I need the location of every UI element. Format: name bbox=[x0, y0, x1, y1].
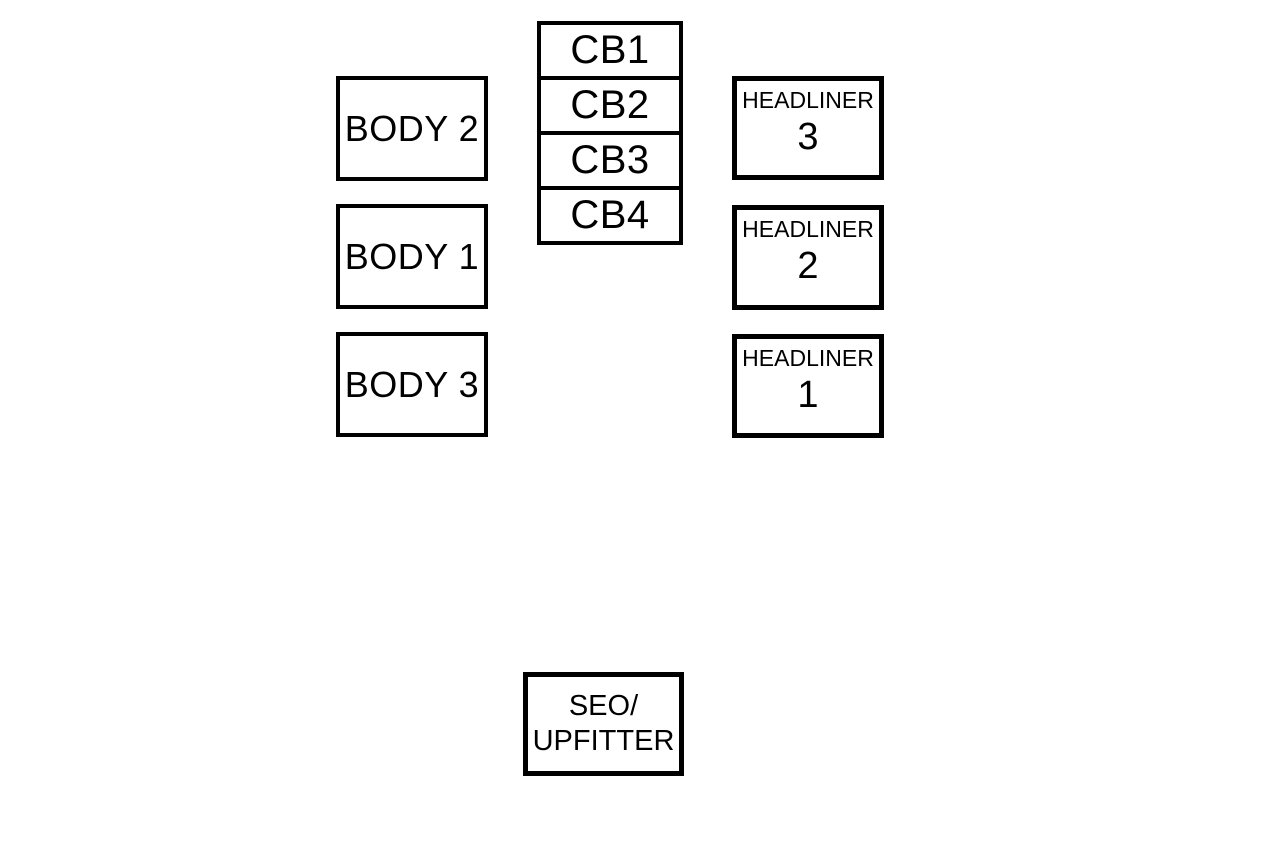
fuse-cell-cb3: CB3 bbox=[541, 135, 679, 190]
fuse-box-headliner-2: HEADLINER 2 bbox=[732, 205, 884, 310]
fuse-box-headliner-1-word: HEADLINER bbox=[742, 345, 874, 371]
fuse-box-seo-upfitter: SEO/ UPFITTER bbox=[523, 672, 684, 776]
fuse-box-body-1-label: BODY 1 bbox=[344, 235, 480, 277]
fuse-box-headliner-2-number: 2 bbox=[797, 245, 819, 287]
fuse-box-headliner-1: HEADLINER 1 bbox=[732, 334, 884, 438]
fuse-cell-cb3-label: CB3 bbox=[570, 138, 650, 182]
fuse-box-seo-upfitter-line1: SEO/ bbox=[568, 690, 639, 722]
circuit-breaker-stack: CB1 CB2 CB3 CB4 bbox=[537, 21, 683, 245]
fuse-box-seo-upfitter-line2: UPFITTER bbox=[532, 725, 675, 757]
fuse-box-headliner-1-number: 1 bbox=[797, 374, 819, 416]
fuse-box-body-1: BODY 1 bbox=[336, 204, 488, 309]
fuse-box-body-2: BODY 2 bbox=[336, 76, 488, 181]
fuse-cell-cb4: CB4 bbox=[541, 190, 679, 241]
fuse-cell-cb1: CB1 bbox=[541, 25, 679, 80]
fuse-box-headliner-2-word: HEADLINER bbox=[742, 216, 874, 242]
fuse-box-body-3: BODY 3 bbox=[336, 332, 488, 437]
fuse-cell-cb1-label: CB1 bbox=[570, 28, 650, 72]
fuse-cell-cb2: CB2 bbox=[541, 80, 679, 135]
fuse-cell-cb4-label: CB4 bbox=[570, 193, 650, 237]
fuse-box-headliner-3-word: HEADLINER bbox=[742, 87, 874, 113]
fuse-box-body-2-label: BODY 2 bbox=[344, 107, 480, 149]
fuse-box-body-3-label: BODY 3 bbox=[344, 363, 480, 405]
fuse-box-headliner-3-number: 3 bbox=[797, 116, 819, 158]
fuse-cell-cb2-label: CB2 bbox=[570, 83, 650, 127]
fuse-box-headliner-3: HEADLINER 3 bbox=[732, 76, 884, 180]
